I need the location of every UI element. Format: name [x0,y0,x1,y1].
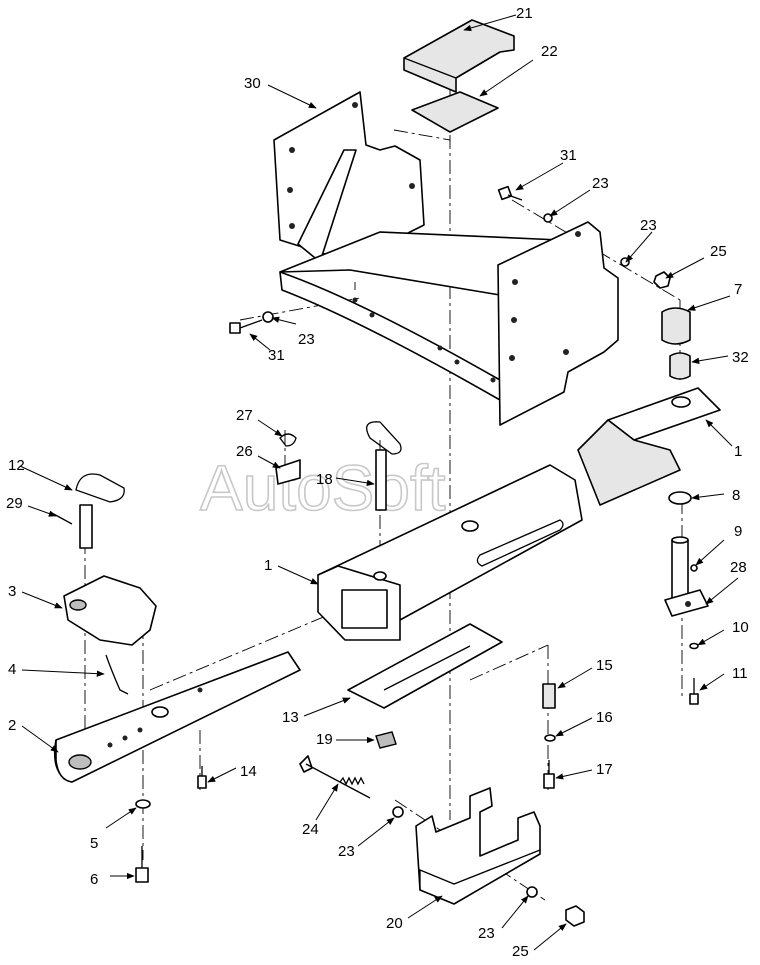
part-24-bolt [299,755,371,799]
part-31-bolt-lower [229,319,263,334]
part-29-clip [49,511,73,525]
part-1-drawbar-main [317,464,583,641]
callout-25-upper: 25 [710,243,727,260]
part-11-bolt [689,678,699,705]
part-6-bolt [135,846,149,883]
part-2-drawbar [53,651,301,783]
part-4-spring-pin [105,654,129,695]
callout-3: 3 [8,583,16,600]
part-23-washer-d [392,806,404,818]
callout-31-lower: 31 [268,347,285,364]
part-17-bolt [543,760,555,789]
callout-8: 8 [732,487,740,504]
part-22-plate [411,91,499,133]
callout-2: 2 [8,717,16,734]
callout-14: 14 [240,763,257,780]
leader-lines [19,14,739,951]
callout-19: 19 [316,731,333,748]
callout-7: 7 [734,281,742,298]
callout-24: 24 [302,821,319,838]
part-21-top-clip [403,19,515,93]
callout-9: 9 [734,523,742,540]
callout-23-right: 23 [640,217,657,234]
watermark: AutoSoft [200,452,446,524]
part-15-spacer [542,683,556,709]
part-9-ball [690,564,698,572]
callout-25-lower: 25 [512,943,529,960]
callout-22: 22 [541,43,558,60]
callout-21: 21 [516,5,533,22]
right-side-plate [497,221,619,426]
callout-1-right: 1 [734,443,742,460]
part-26-pin [275,459,301,485]
callout-1-main: 1 [264,557,272,574]
part-10-washer [689,642,699,650]
callout-15: 15 [596,657,613,674]
part-12-hitch-pin [75,473,125,549]
callout-28: 28 [730,559,747,576]
callout-18: 18 [316,471,333,488]
callout-32: 32 [732,349,749,366]
part-32-sleeve [669,352,691,380]
part-7-bushing [661,307,691,345]
callout-13: 13 [282,709,299,726]
part-1-drawbar-right [577,387,721,506]
callout-30: 30 [244,75,261,92]
part-3-hitch-hook [63,575,157,646]
callout-23-lower-left: 23 [338,843,355,860]
part-16-washer [544,734,556,742]
callout-12: 12 [8,457,25,474]
callout-11: 11 [732,665,748,682]
part-30-left-bracket [273,91,425,263]
part-23-washer-c [262,311,274,323]
part-8-washer [668,491,692,505]
callout-4: 4 [8,661,16,678]
part-31-bolt-upper [497,185,523,201]
part-27-clip [279,433,297,447]
part-19-clip [375,731,397,749]
callout-31-upper: 31 [560,147,577,164]
callout-17: 17 [596,761,613,778]
callout-23-upper: 23 [592,175,609,192]
part-20-u-bracket [415,787,541,905]
callout-20: 20 [386,915,403,932]
callout-23-left: 23 [298,331,315,348]
callout-27: 27 [236,407,253,424]
callout-10: 10 [732,619,749,636]
part-25-nut-lower [565,905,585,927]
callout-numbers: 21 22 30 31 23 23 25 7 32 1 8 9 28 10 11… [6,5,749,960]
part-5-washer [135,799,151,809]
part-23-washer-e [526,886,538,898]
part-25-nut-upper [653,271,671,289]
part-14-bolt [197,766,207,789]
callout-5: 5 [90,835,98,852]
part-28-pin-plate [664,536,709,617]
callout-6: 6 [90,871,98,888]
part-18-locking-pin [366,421,402,511]
callout-29: 29 [6,495,23,512]
part-13-slide-plate [347,623,503,709]
callout-23-lower-right: 23 [478,925,495,942]
callout-16: 16 [596,709,613,726]
callout-26: 26 [236,443,253,460]
